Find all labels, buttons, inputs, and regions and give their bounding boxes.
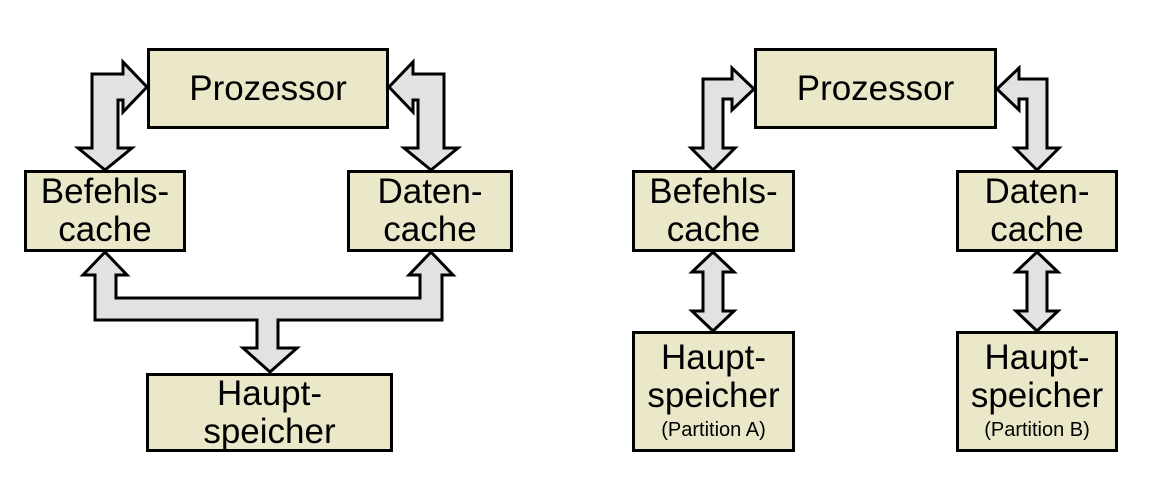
left-datencache-label-line1: Daten- bbox=[377, 172, 483, 211]
left-arrow-hauptspeicher-caches-icon bbox=[79, 249, 457, 375]
right-befehlscache-label-line2: cache bbox=[666, 210, 761, 249]
left-befehlscache-label-line2: cache bbox=[58, 210, 152, 249]
right-befehlscache-box: Befehls- cache bbox=[632, 170, 795, 252]
left-befehlscache-box: Befehls- cache bbox=[24, 170, 186, 252]
right-hauptspeicherA-label-line2: speicher bbox=[647, 375, 780, 415]
right-prozessor-label: Prozessor bbox=[796, 68, 955, 108]
left-datencache-label-line2: cache bbox=[383, 210, 477, 249]
right-hauptspeicherA-label-line1: Haupt- bbox=[660, 337, 767, 377]
right-prozessor-box: Prozessor bbox=[754, 48, 997, 129]
left-prozessor-label: Prozessor bbox=[189, 68, 347, 108]
right-datencache-box: Daten- cache bbox=[956, 170, 1118, 252]
left-arrow-prozessor-datencache-icon bbox=[386, 58, 463, 172]
right-datencache-label-line1: Daten- bbox=[984, 172, 1090, 211]
left-hauptspeicher-label-line2: speicher bbox=[203, 411, 336, 451]
right-arrow-prozessor-datencache-icon bbox=[994, 64, 1063, 173]
left-befehlscache-label-line1: Befehls- bbox=[40, 172, 170, 211]
left-prozessor-box: Prozessor bbox=[147, 48, 389, 129]
left-arrow-prozessor-befehlscache-icon bbox=[73, 58, 150, 172]
right-arrow-befehlscache-hauptspeicherA-icon bbox=[688, 249, 738, 334]
right-arrow-datencache-hauptspeicherB-icon bbox=[1012, 249, 1062, 334]
right-hauptspeicher-partitionA-box: Haupt- speicher (Partition A) bbox=[632, 331, 795, 452]
right-hauptspeicherB-label-line2: speicher bbox=[970, 375, 1104, 415]
left-hauptspeicher-label-line1: Haupt- bbox=[216, 373, 323, 413]
left-hauptspeicher-box: Haupt- speicher bbox=[146, 373, 393, 452]
right-arrow-prozessor-befehlscache-icon bbox=[687, 64, 757, 173]
right-hauptspeicherB-partition-label: (Partition B) bbox=[984, 418, 1090, 441]
right-hauptspeicherB-label-line1: Haupt- bbox=[984, 337, 1090, 377]
right-datencache-label-line2: cache bbox=[990, 210, 1084, 249]
left-datencache-box: Daten- cache bbox=[347, 170, 513, 252]
right-hauptspeicher-partitionB-box: Haupt- speicher (Partition B) bbox=[956, 331, 1118, 452]
right-befehlscache-label-line1: Befehls- bbox=[649, 172, 778, 211]
right-hauptspeicherA-partition-label: (Partition A) bbox=[661, 418, 766, 441]
